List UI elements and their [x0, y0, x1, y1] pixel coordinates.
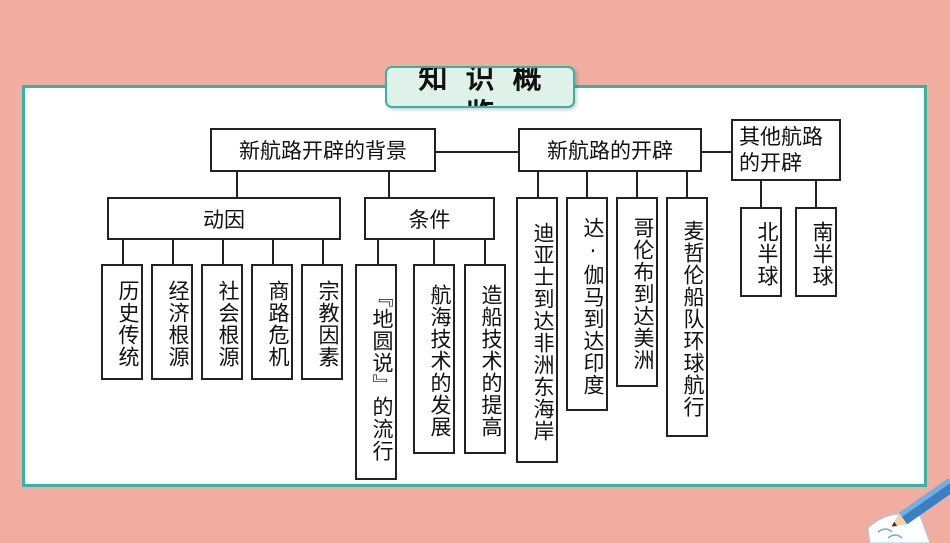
- connector: [172, 238, 174, 265]
- connector: [236, 170, 238, 198]
- node-other-label: 其他航路的开辟: [739, 125, 823, 175]
- connector: [322, 238, 324, 265]
- node-o1-label: 迪亚士到达非洲东海岸: [531, 222, 555, 442]
- connector: [122, 238, 124, 265]
- node-opening: 新航路的开辟: [518, 128, 702, 172]
- node-m5-label: 宗教因素: [316, 280, 340, 368]
- node-n1: 北半球: [740, 207, 782, 297]
- connector: [272, 238, 274, 265]
- node-o3-label: 哥伦布到达美洲: [631, 217, 655, 371]
- connector: [586, 170, 588, 198]
- node-background: 新航路开辟的背景: [210, 128, 436, 172]
- node-m4-label: 商路危机: [266, 280, 290, 368]
- node-m3-label: 社会根源: [216, 280, 240, 368]
- node-n2-label: 南半球: [810, 221, 834, 287]
- connector: [434, 151, 520, 153]
- node-o2: 达·伽马到达印度: [566, 197, 608, 411]
- node-m3: 社会根源: [201, 264, 243, 380]
- node-o1: 迪亚士到达非洲东海岸: [516, 197, 558, 463]
- node-motive: 动因: [107, 197, 341, 240]
- node-o3: 哥伦布到达美洲: [616, 197, 658, 387]
- node-n2: 南半球: [795, 207, 837, 297]
- node-m1: 历史传统: [101, 264, 143, 380]
- node-condition-label: 条件: [408, 207, 451, 232]
- connector: [636, 170, 638, 198]
- connector: [484, 238, 486, 265]
- node-c1: 『地圆说』的流行: [355, 264, 397, 480]
- node-m1-label: 历史传统: [116, 280, 140, 368]
- node-o4-label: 麦哲伦船队环球航行: [681, 220, 705, 418]
- connector: [815, 180, 817, 208]
- connector: [700, 151, 732, 153]
- node-m4: 商路危机: [251, 264, 293, 380]
- page-title: 知识概览: [418, 66, 560, 106]
- node-c2: 航海技术的发展: [413, 264, 455, 454]
- connector: [686, 170, 688, 198]
- node-o2-label: 达·伽马到达印度: [581, 216, 605, 396]
- title-tab: 知识概览: [385, 66, 575, 108]
- connector: [377, 238, 379, 265]
- node-c3: 造船技术的提高: [464, 264, 506, 454]
- node-m2: 经济根源: [151, 264, 193, 380]
- node-c1-label: 『地圆说』的流行: [370, 286, 394, 462]
- connector: [760, 180, 762, 208]
- pencil-icon: [867, 478, 950, 543]
- node-m2-label: 经济根源: [166, 280, 190, 368]
- node-c3-label: 造船技术的提高: [479, 284, 503, 438]
- connector: [222, 238, 224, 265]
- connector: [433, 238, 435, 265]
- node-opening-label: 新航路的开辟: [547, 139, 673, 163]
- node-n1-label: 北半球: [755, 221, 779, 287]
- connector: [537, 170, 539, 198]
- node-c2-label: 航海技术的发展: [428, 284, 452, 438]
- node-condition: 条件: [364, 197, 495, 240]
- node-other: 其他航路的开辟: [731, 119, 841, 181]
- node-motive-label: 动因: [203, 207, 245, 232]
- node-o4: 麦哲伦船队环球航行: [666, 197, 708, 437]
- node-background-label: 新航路开辟的背景: [239, 139, 407, 163]
- connector: [388, 170, 390, 198]
- node-m5: 宗教因素: [301, 264, 343, 380]
